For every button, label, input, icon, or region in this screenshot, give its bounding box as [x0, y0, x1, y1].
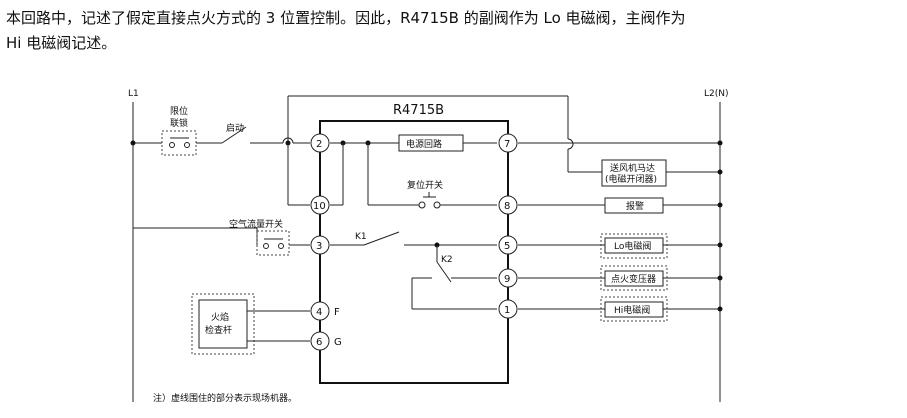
rail-l1-label: L1 [128, 89, 139, 99]
controller-title: R4715B [393, 103, 444, 118]
terminal-9: 9 [498, 268, 518, 288]
svg-text:10: 10 [313, 201, 326, 212]
terminal-8: 8 [498, 195, 518, 215]
alarm-label: 报警 [626, 200, 644, 212]
blower-motor-box [601, 159, 667, 187]
limit-interlock-label-1: 限位 [170, 105, 188, 117]
power-circuit-label: 电源回路 [406, 138, 442, 150]
start-label: 启动 [226, 122, 244, 134]
blower-motor-label-2: (电磁开闭器) [605, 173, 657, 185]
limit-interlock-box [161, 130, 197, 156]
rail-l2-label: L2(N) [704, 89, 729, 99]
flame-rod-label-2: 检查杆 [205, 324, 232, 336]
svg-text:5: 5 [504, 241, 510, 252]
ignition-transformer-box [604, 270, 664, 287]
flame-rod-box [191, 293, 255, 355]
limit-interlock-label-2: 联锁 [170, 117, 188, 129]
intro-text: 本回路中，记述了假定直接点火方式的 3 位置控制。因此，R4715B 的副阀作为… [6, 6, 901, 56]
intro-line-2: Hi 电磁阀记述。 [6, 34, 117, 52]
controller-box [319, 120, 509, 384]
svg-text:3: 3 [316, 241, 322, 252]
hi-valve-label: Hi电磁阀 [614, 304, 650, 316]
k2-contact [436, 261, 452, 283]
svg-text:1: 1 [504, 305, 510, 316]
alarm-box [604, 197, 664, 214]
airflow-switch-label: 空气流量开关 [229, 218, 283, 230]
svg-text:6: 6 [316, 337, 322, 348]
lo-valve-field-box [600, 233, 668, 259]
blower-motor-label-1: 送风机马达 [610, 162, 655, 174]
terminal-4-suffix: F [334, 307, 340, 318]
ignition-transformer-label: 点火变压器 [611, 273, 656, 285]
svg-text:4: 4 [316, 307, 322, 318]
ignition-field-box [600, 265, 668, 291]
svg-text:2: 2 [316, 139, 322, 150]
terminal-10: 10 [310, 195, 330, 215]
airflow-switch-box [256, 230, 290, 256]
hi-valve-box [604, 301, 664, 318]
terminal-7: 7 [498, 133, 518, 153]
k2-label: K2 [441, 255, 453, 265]
terminal-6-suffix: G [334, 337, 342, 348]
k1-contact [363, 231, 400, 246]
terminal-5: 5 [498, 235, 518, 255]
k1-label: K1 [355, 232, 367, 242]
lo-valve-box [604, 237, 664, 254]
terminal-2: 2 [310, 133, 330, 153]
hi-valve-field-box [600, 296, 668, 322]
reset-switch-label: 复位开关 [407, 179, 443, 191]
terminal-3: 3 [310, 235, 330, 255]
svg-text:8: 8 [504, 201, 510, 212]
terminal-6: 6 [310, 331, 330, 351]
footnote: 注）虚线围住的部分表示现场机器。 [153, 392, 297, 404]
lo-valve-label: Lo电磁阀 [614, 240, 651, 252]
svg-text:7: 7 [504, 139, 510, 150]
svg-text:9: 9 [504, 274, 510, 285]
terminal-1: 1 [498, 299, 518, 319]
intro-line-1: 本回路中，记述了假定直接点火方式的 3 位置控制。因此，R4715B 的副阀作为… [6, 9, 686, 27]
flame-rod-label-1: 火焰 [211, 311, 229, 323]
start-switch-blade [221, 126, 247, 144]
terminal-4: 4 [310, 301, 330, 321]
flame-rod-inner [198, 299, 248, 349]
